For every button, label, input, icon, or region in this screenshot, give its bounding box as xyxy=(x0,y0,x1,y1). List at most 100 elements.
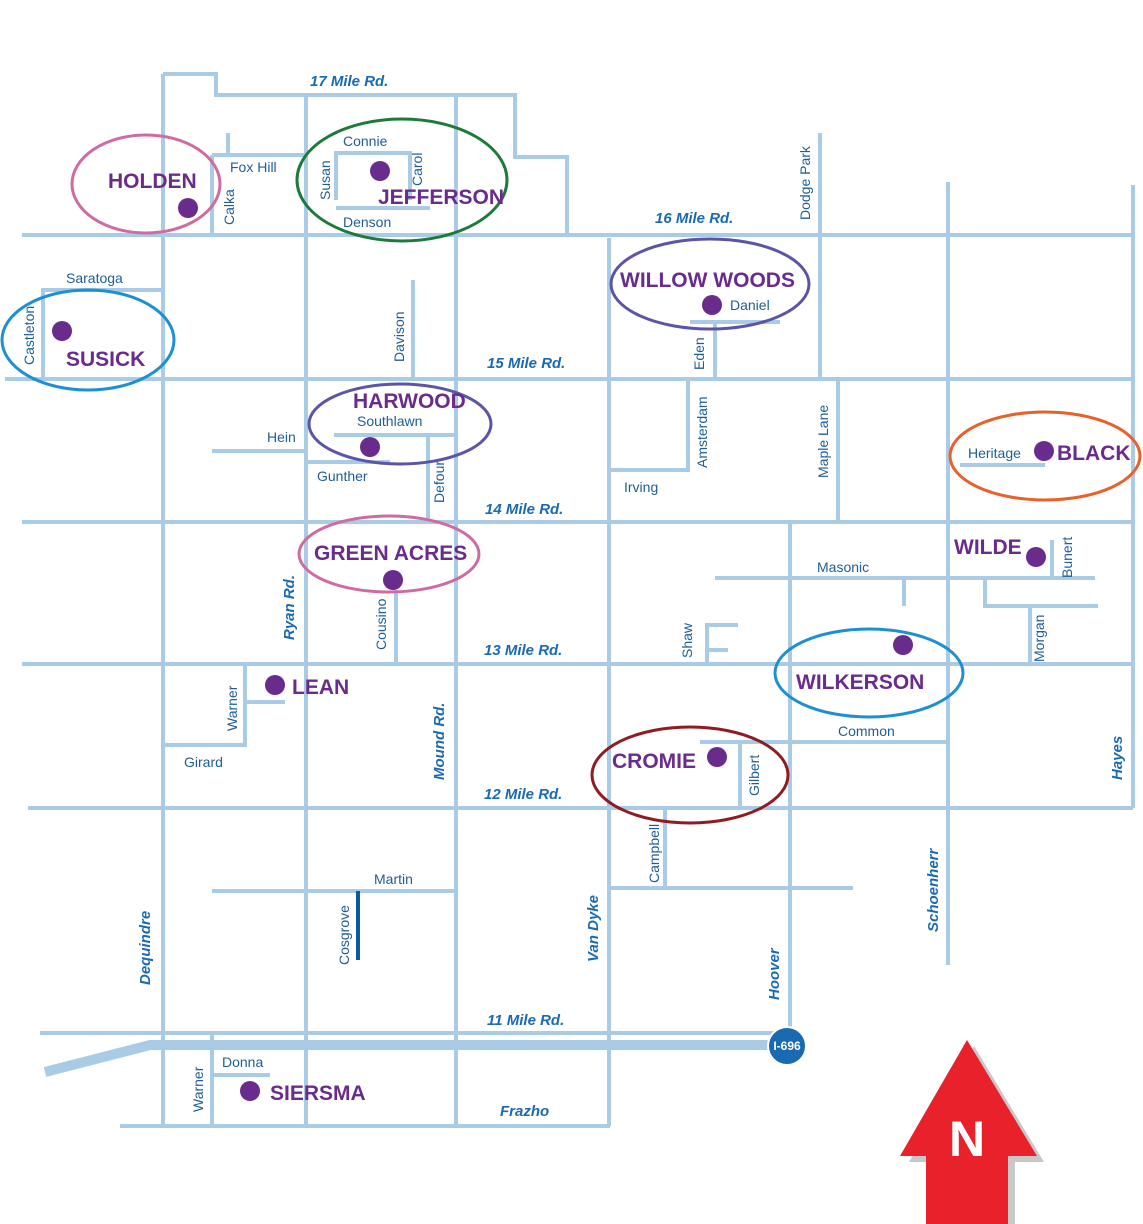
label-ryan: Ryan Rd. xyxy=(281,575,298,640)
label-warner-north: Warner xyxy=(224,685,240,731)
school-jefferson: JEFFERSON xyxy=(378,186,504,209)
label-17-mile: 17 Mile Rd. xyxy=(310,73,388,90)
label-11-mile: 11 Mile Rd. xyxy=(487,1012,564,1029)
dot-black xyxy=(1034,441,1054,461)
ring-willow-woods xyxy=(609,237,811,331)
school-willow-woods: WILLOW WOODS xyxy=(620,269,795,292)
label-maple-lane: Maple Lane xyxy=(815,405,831,478)
label-denson: Denson xyxy=(343,214,391,230)
road-17-mile xyxy=(163,72,569,235)
label-davison: Davison xyxy=(391,311,407,362)
label-donna: Donna xyxy=(222,1054,263,1070)
label-bunert: Bunert xyxy=(1059,537,1075,578)
label-common: Common xyxy=(838,723,895,739)
label-schoenherr: Schoenherr xyxy=(925,847,942,932)
label-morgan: Morgan xyxy=(1031,615,1047,662)
north-arrow: N xyxy=(900,1040,1044,1224)
ring-cromie xyxy=(590,725,790,825)
shield-label: I-696 xyxy=(773,1039,801,1053)
school-wilde: WILDE xyxy=(954,536,1022,559)
school-cromie: CROMIE xyxy=(612,750,696,773)
label-carol: Carol xyxy=(409,153,425,186)
street-connie-loop xyxy=(334,151,412,200)
dot-lean xyxy=(265,675,285,695)
label-hoover: Hoover xyxy=(766,947,783,1000)
dot-susick xyxy=(52,321,72,341)
school-harwood: HARWOOD xyxy=(353,390,466,413)
street-warner-girard xyxy=(163,664,247,747)
label-amsterdam: Amsterdam xyxy=(694,396,710,468)
school-dots xyxy=(52,161,1054,1101)
label-hayes: Hayes xyxy=(1109,736,1126,780)
label-dequindre: Dequindre xyxy=(137,911,154,985)
ring-green-acres xyxy=(297,514,481,594)
label-cosgrove: Cosgrove xyxy=(336,905,352,965)
label-gilbert: Gilbert xyxy=(746,755,762,796)
label-mound: Mound Rd. xyxy=(431,703,448,780)
label-masonic: Masonic xyxy=(817,559,869,575)
label-shaw: Shaw xyxy=(679,622,695,658)
label-13-mile: 13 Mile Rd. xyxy=(484,642,562,659)
label-cousino: Cousino xyxy=(373,598,389,650)
label-gunther: Gunther xyxy=(317,468,368,484)
label-fox-hill: Fox Hill xyxy=(230,159,277,175)
main-road-labels: 17 Mile Rd. 16 Mile Rd. 15 Mile Rd. 14 M… xyxy=(137,73,1126,1120)
dot-holden xyxy=(178,198,198,218)
dot-willow-woods xyxy=(702,295,722,315)
street-amsterdam-irving xyxy=(609,379,690,472)
minor-road-labels: Fox Hill Calka Connie Susan Carol Denson… xyxy=(21,133,1075,1112)
school-black: BLACK xyxy=(1057,442,1131,465)
ring-susick xyxy=(0,288,176,392)
school-green-acres: GREEN ACRES xyxy=(314,542,467,565)
dot-green-acres xyxy=(383,570,403,590)
label-14-mile: 14 Mile Rd. xyxy=(485,501,563,518)
label-eden: Eden xyxy=(691,337,707,370)
i696-shield: I-696 xyxy=(767,1026,807,1066)
label-16-mile: 16 Mile Rd. xyxy=(655,210,733,227)
school-wilkerson: WILKERSON xyxy=(796,671,924,694)
school-names: HOLDEN JEFFERSON SUSICK WILLOW WOODS HAR… xyxy=(66,170,1131,1105)
label-campbell: Campbell xyxy=(646,824,662,883)
label-heritage: Heritage xyxy=(968,445,1021,461)
label-susan: Susan xyxy=(317,160,333,200)
label-dodge-park: Dodge Park xyxy=(797,145,813,220)
ring-wilkerson xyxy=(773,627,965,719)
label-defour: Defour xyxy=(431,461,447,503)
school-rings xyxy=(0,117,1142,825)
label-connie: Connie xyxy=(343,133,388,149)
north-arrow-icon xyxy=(900,1040,1037,1224)
label-hein: Hein xyxy=(267,429,296,445)
dot-siersma xyxy=(240,1081,260,1101)
road-network xyxy=(5,72,1135,1128)
dot-wilde xyxy=(1026,547,1046,567)
school-holden: HOLDEN xyxy=(108,170,197,193)
street-shaw xyxy=(705,623,738,664)
school-susick: SUSICK xyxy=(66,348,145,371)
dot-jefferson xyxy=(370,161,390,181)
label-12-mile: 12 Mile Rd. xyxy=(484,786,562,803)
ring-holden xyxy=(70,133,222,235)
dot-cromie xyxy=(707,747,727,767)
north-arrow-letter: N xyxy=(949,1111,985,1167)
label-calka: Calka xyxy=(221,189,237,225)
shield-circle xyxy=(767,1026,807,1066)
ring-jefferson xyxy=(295,117,509,243)
label-van-dyke: Van Dyke xyxy=(585,895,602,962)
school-lean: LEAN xyxy=(292,676,349,699)
ring-black xyxy=(948,410,1142,502)
label-irving: Irving xyxy=(624,479,658,495)
dot-harwood xyxy=(360,437,380,457)
label-southlawn: Southlawn xyxy=(357,413,422,429)
street-morgan-loop xyxy=(983,578,1098,608)
ring-harwood xyxy=(307,382,493,466)
label-saratoga: Saratoga xyxy=(66,270,123,286)
label-martin: Martin xyxy=(374,871,413,887)
dot-wilkerson xyxy=(893,635,913,655)
label-castleton: Castleton xyxy=(21,306,37,365)
street-saratoga-castleton xyxy=(41,288,163,379)
label-daniel: Daniel xyxy=(730,297,770,313)
label-warner-south: Warner xyxy=(190,1066,206,1112)
label-frazho: Frazho xyxy=(500,1103,549,1120)
label-girard: Girard xyxy=(184,754,223,770)
